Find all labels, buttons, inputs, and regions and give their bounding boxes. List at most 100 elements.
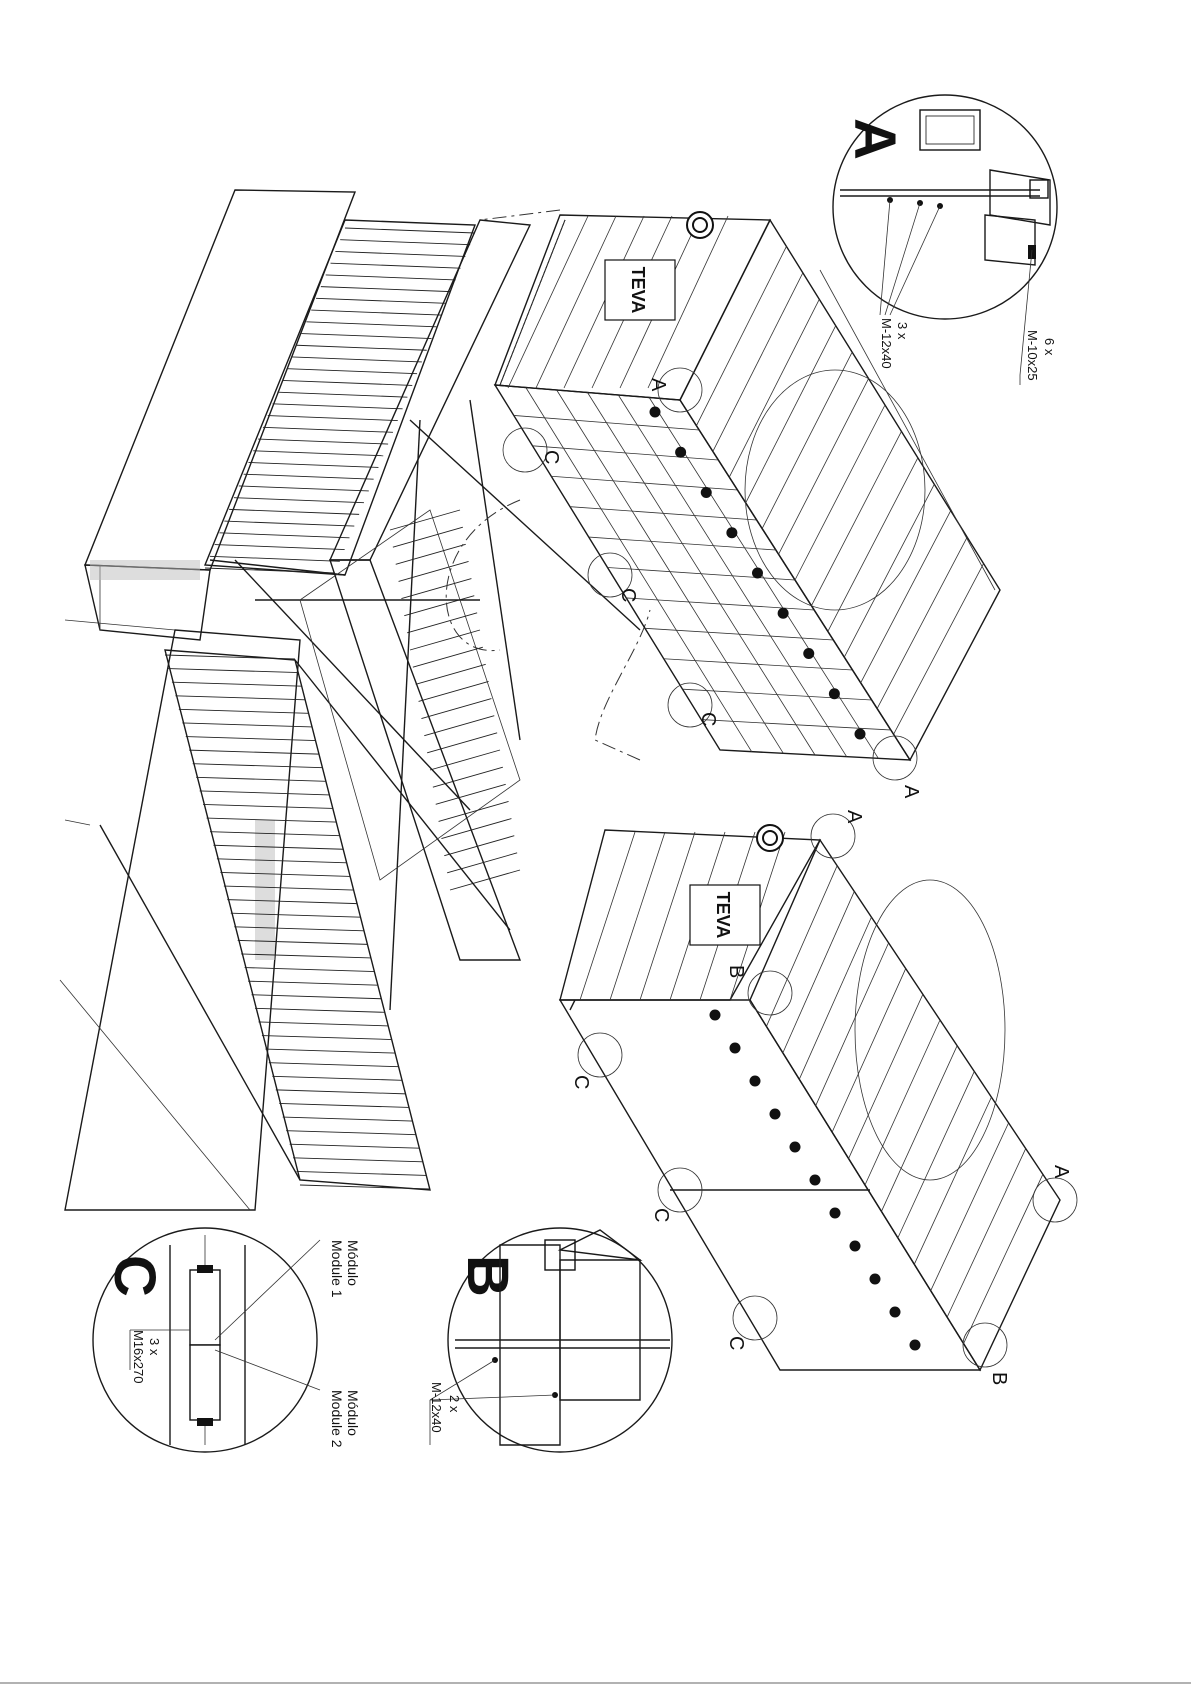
bolt-icon [850,1241,861,1252]
callout-b: B [725,965,747,978]
detail-c-title: C [102,1255,167,1297]
louvre-blade [265,1049,395,1053]
wall-panel-line [610,832,665,1000]
detail-a: A 3 x M-12x40 6 x M-10x25 [833,95,1057,385]
louvre-blade [436,784,506,804]
louvre-blade [200,791,330,795]
louvre-blade [407,613,477,633]
louvre-blade [268,416,398,421]
vent-icon [687,212,713,238]
bolt-icon [890,1307,901,1318]
floor-slat [729,299,819,477]
detail-c-module-2-en: Module 2 [329,1390,345,1448]
floor-slat [849,994,923,1158]
louvre-blade [229,509,359,514]
bolt-icon [701,487,712,498]
louvre-blade [227,900,357,904]
louvre-blade [258,1022,388,1026]
wall-panel-line [580,832,635,1000]
floor-slat [861,511,951,683]
floor-slat [894,564,984,735]
louvre-blade [276,1090,406,1094]
louvre-wall-upper [205,220,475,575]
louvre-blade [297,1171,427,1175]
svg-text:TEVA: TEVA [713,892,733,939]
louvre-blade [224,521,354,526]
louvre-blade [175,696,305,700]
louvre-blade [196,777,326,781]
floor-slat [799,917,871,1079]
grid-line [588,393,816,756]
detail-b: B 2 x M-12x40 [429,1228,672,1452]
louvre-blade [433,767,503,787]
floor-slat [816,943,889,1106]
floor-slat [762,352,852,528]
louvre-blade [193,764,323,768]
floor-slat [898,1071,974,1237]
louvre-blade [224,886,354,890]
louvre-blade [179,709,309,713]
louvre-blade [219,533,349,538]
bolt-icon [855,729,866,740]
floor-slat [795,405,885,580]
callout-a: A [647,378,669,392]
louvre-blade [172,682,302,686]
louvre-blade [279,1103,409,1107]
steel-frame [235,220,640,1010]
louvre-blade [439,801,509,821]
louvre-blade [253,451,383,456]
louvre-blade [413,647,483,667]
louvre-blade [213,845,343,849]
louvre-blade [283,1117,413,1121]
floor-slat [828,458,918,632]
bolt-icon [829,688,840,699]
louvre-blade [290,1144,420,1148]
louvre-blade [215,545,345,550]
callout-b: B [988,1372,1010,1385]
floor-slat [779,379,869,555]
louvre-blade [306,322,436,327]
callout-c: C [570,1075,592,1089]
bolt-icon [752,568,763,579]
louvre-blade [258,439,388,444]
louvre-blade [427,733,497,753]
callout-a: A [900,785,922,799]
detail-c-module-1-en: Module 1 [329,1240,345,1298]
floor-slat [811,431,901,605]
callout-c: C [617,588,639,602]
louvre-blade [210,556,340,561]
floor-slat [865,1020,940,1185]
callout-markers: A C C C A A B C C C A B [503,368,1077,1385]
logo-plate-upper: TEVA [605,260,675,320]
bolt-icon [910,1340,921,1351]
floor-slat [881,1046,957,1212]
bolt-icon [770,1109,781,1120]
louvre-blade [430,750,500,770]
louvre-blade [248,462,378,467]
louvre-blade [255,1008,385,1012]
bolt-icon [675,447,686,458]
floor-slat [713,273,803,452]
louvre-blade [272,1076,402,1080]
louvre-blade [245,968,375,972]
louvre-blade [234,498,364,503]
louvre-blade [292,357,422,362]
wall-panel-line [640,832,695,1000]
louvre-blade [331,263,461,268]
louvre-blade [263,427,393,432]
louvre-blade [447,853,517,873]
concrete-foundation [60,190,355,1210]
louvre-blade [239,486,369,491]
bolt-icon [650,407,661,418]
louvre-blade [404,596,474,616]
detail-c-bolt-spec: M16x270 [131,1330,146,1383]
louvre-blade [231,913,361,917]
logo-plate-lower: TEVA [690,885,760,945]
detail-b-bolt-qty: 2 x [447,1395,462,1413]
louvre-blade [410,630,480,650]
floor-slat [696,246,786,425]
louvre-blade [234,927,364,931]
louvre-blade [399,561,469,581]
floor-slat [766,866,837,1027]
